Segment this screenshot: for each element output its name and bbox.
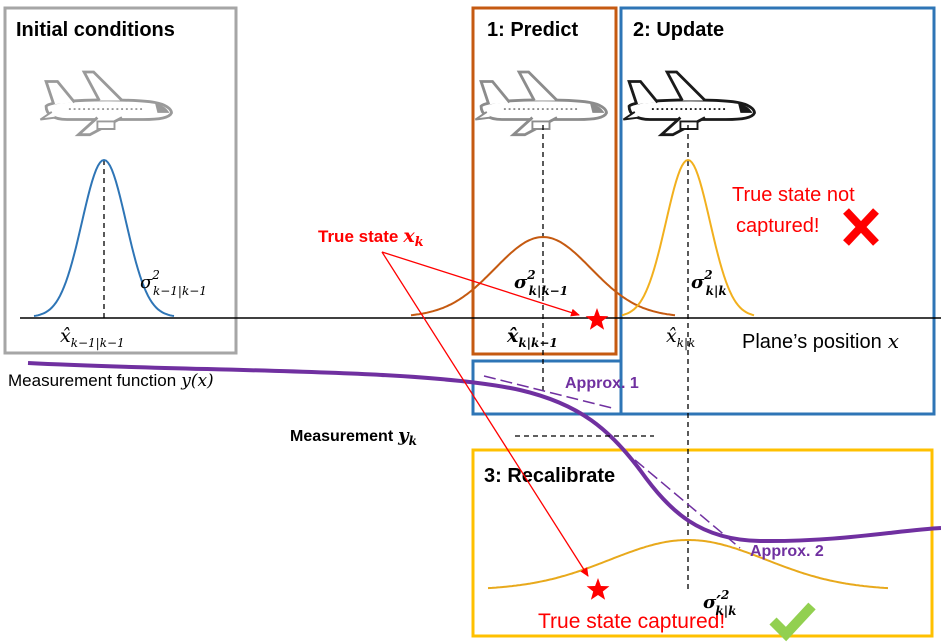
recalibrate-title: 3: Recalibrate xyxy=(484,465,615,487)
xhat-predict-label: x̂k|k−1 xyxy=(506,325,558,350)
approx1-label: Approx. 1 xyxy=(565,375,639,392)
measurement-function-curve xyxy=(27,361,941,544)
predict-gaussian-curve xyxy=(410,235,676,317)
not-captured-text-line1: True state not xyxy=(732,184,855,206)
check-icon xyxy=(769,602,816,642)
xhat-update-label: x̂k|k xyxy=(666,325,695,350)
update-title: 2: Update xyxy=(633,19,724,41)
update-gaussian-curve xyxy=(621,158,755,317)
approx2-tangent-line xyxy=(634,459,741,549)
true-state-arrow-predict xyxy=(381,251,580,317)
update-box-extension xyxy=(471,359,621,416)
airplane-icon xyxy=(473,70,608,137)
not-captured-text-line2: captured! xyxy=(736,215,819,237)
recalibrate-gaussian-curve xyxy=(487,539,889,590)
initial-conditions-title: Initial conditions xyxy=(16,19,175,41)
approx1-tangent-line xyxy=(483,375,613,409)
predict-title: 1: Predict xyxy=(487,19,578,41)
airplane-icon xyxy=(38,70,173,137)
cross-icon xyxy=(843,208,879,246)
initial-conditions-box xyxy=(3,6,238,355)
xhat-initial-label: x̂k−1|k−1 xyxy=(60,325,125,350)
predict-box xyxy=(471,6,618,356)
recalibrate-box xyxy=(471,448,934,638)
approx2-label: Approx. 2 xyxy=(750,543,824,560)
initial-gaussian-curve xyxy=(33,158,175,317)
update-box xyxy=(619,6,936,416)
captured-text: True state captured! xyxy=(538,610,725,633)
airplane-icon xyxy=(621,70,756,137)
star-icon xyxy=(585,308,609,330)
star-icon xyxy=(586,578,610,600)
true-state-arrow-recalibrate xyxy=(381,251,589,577)
